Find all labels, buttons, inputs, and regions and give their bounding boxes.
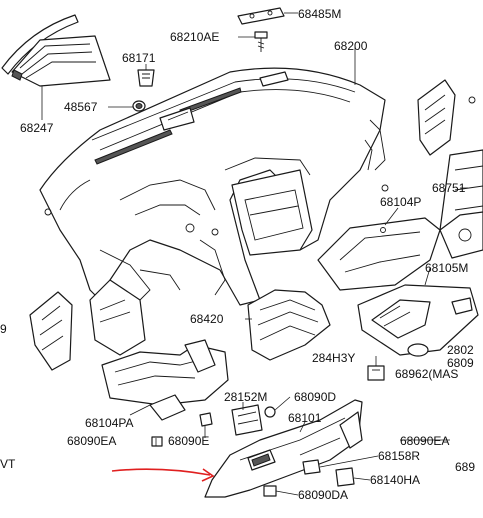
cover-68104P xyxy=(317,217,441,291)
label-68104P: 68104P xyxy=(380,195,421,209)
label-68247: 68247 xyxy=(20,121,54,135)
clip-68090EA-left xyxy=(151,436,163,447)
lower-panel-68101 xyxy=(204,399,363,498)
knee-panel-68104PA xyxy=(101,339,229,406)
label-68210AE: 68210AE xyxy=(170,30,219,44)
red-pointer-arrow xyxy=(111,468,215,482)
label-6809: 6809 xyxy=(447,356,474,370)
label-68090EA-right: 68090EA xyxy=(400,434,449,448)
label-edge-vt: VT xyxy=(0,457,16,471)
cap-48567 xyxy=(132,100,146,112)
label-68104PA: 68104PA xyxy=(85,416,134,430)
label-68158R: 68158R xyxy=(378,449,420,463)
clip-68090D xyxy=(264,406,276,418)
label-68101: 68101 xyxy=(288,411,322,425)
label-68140HA: 68140HA xyxy=(370,473,420,487)
label-48567: 48567 xyxy=(64,100,98,114)
module-284H3Y xyxy=(367,365,385,381)
label-68090EA-left: 68090EA xyxy=(67,434,116,448)
side-panel-68751 xyxy=(439,149,483,259)
clip-bracket-lower-left xyxy=(149,394,186,421)
label-689: 689 xyxy=(455,460,475,474)
label-68200: 68200 xyxy=(334,39,368,53)
bracket-upper-right xyxy=(417,79,476,156)
clip-68140HA xyxy=(335,467,355,487)
defroster-nozzle-68247 xyxy=(11,35,111,87)
module-28152M xyxy=(231,404,263,436)
label-edge-9: 9 xyxy=(0,322,7,336)
label-284H3Y: 284H3Y xyxy=(312,351,355,365)
instrument-panel-68200 xyxy=(39,67,389,306)
label-68090E: 68090E xyxy=(168,434,209,448)
label-28152M: 28152M xyxy=(224,390,267,404)
bracket-68485M xyxy=(237,7,285,25)
label-68751: 68751 xyxy=(432,181,466,195)
clip-68171 xyxy=(137,69,155,87)
lower-cover-68105M xyxy=(357,284,479,357)
leader-lines xyxy=(41,12,468,496)
label-68090DA: 68090DA xyxy=(298,488,348,502)
left-side-panel xyxy=(29,291,73,371)
lower-bracket-left xyxy=(89,279,146,356)
label-68171: 68171 xyxy=(122,51,156,65)
trim-strip-top-left xyxy=(1,14,79,75)
clip-68158R xyxy=(302,459,321,475)
center-cover-68420 xyxy=(247,289,331,361)
label-68485M: 68485M xyxy=(298,7,341,21)
label-68105M: 68105M xyxy=(425,261,468,275)
label-68420: 68420 xyxy=(190,312,224,326)
bolt-68090DA xyxy=(263,485,277,497)
clip-68090E xyxy=(199,412,213,427)
bolt-68210AE xyxy=(254,31,268,52)
label-68962MAS: 68962(MAS xyxy=(395,367,458,381)
label-68090D: 68090D xyxy=(294,390,336,404)
label-2802: 2802 xyxy=(447,343,474,357)
